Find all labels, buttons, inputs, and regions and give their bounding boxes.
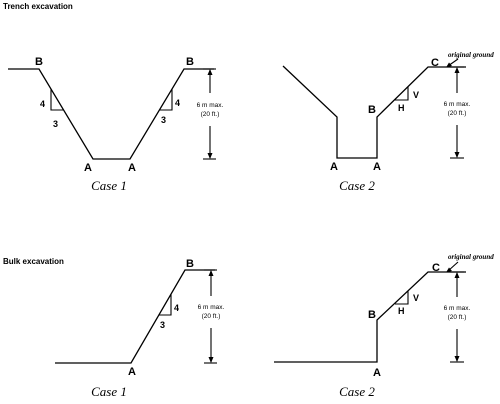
dim-label-line1: 6 m max. xyxy=(197,102,224,109)
ratio-vertical-right: 4 xyxy=(175,98,180,108)
trench-case2: A A B C V H original ground 6 m max. (20… xyxy=(282,51,494,193)
ratio-v: V xyxy=(413,293,419,303)
dim-arrow-down xyxy=(454,152,460,158)
dim-label-line2: (20 ft.) xyxy=(202,313,221,320)
ratio-vertical: 4 xyxy=(174,303,179,313)
dim-arrow-down xyxy=(454,356,460,362)
bulk-case1-profile xyxy=(55,269,215,364)
point-b-right: B xyxy=(186,56,194,68)
caption-trench-case2: Case 2 xyxy=(339,178,375,193)
dim-arrow-down xyxy=(207,153,213,159)
caption-bulk-case2: Case 2 xyxy=(339,384,375,399)
dim-arrow-down xyxy=(208,357,214,363)
bulk-case1: B A 4 3 6 m max. (20 ft.) Case 1 xyxy=(55,258,225,399)
original-ground-arrowhead xyxy=(446,267,452,273)
dim-label-line1: 6 m max. xyxy=(198,304,225,311)
original-ground-arrowhead xyxy=(446,62,452,68)
slope-triangle-vh xyxy=(395,87,409,101)
trench-excavation-heading: Trench excavation xyxy=(3,2,73,11)
slope-triangle-left xyxy=(50,89,64,111)
point-a: A xyxy=(373,367,381,379)
point-b: B xyxy=(368,104,376,116)
point-c: C xyxy=(431,57,439,69)
trench-case1-profile xyxy=(8,68,214,160)
ratio-v: V xyxy=(413,90,419,100)
ratio-h: H xyxy=(398,306,405,316)
point-a-right: A xyxy=(128,162,136,174)
point-a: A xyxy=(128,366,136,378)
ratio-h: H xyxy=(398,103,405,113)
point-c: C xyxy=(432,262,440,274)
dim-label-line1: 6 m max. xyxy=(444,305,471,312)
original-ground-label: original ground xyxy=(448,253,494,261)
dim-label-line2: (20 ft.) xyxy=(201,111,220,118)
dim-label-line1: 6 m max. xyxy=(444,101,471,108)
dim-label-line2: (20 ft.) xyxy=(448,110,467,117)
caption-trench-case1: Case 1 xyxy=(91,178,127,193)
bulk-case2-profile xyxy=(274,271,466,363)
trench-case1: B B A A 4 3 4 3 6 m max. (20 ft.) Case 1 xyxy=(8,56,224,193)
caption-bulk-case1: Case 1 xyxy=(91,384,127,399)
trench-case2-profile xyxy=(282,65,466,159)
dim-arrow-up xyxy=(207,69,213,75)
point-b: B xyxy=(186,258,194,270)
slope-triangle xyxy=(159,294,172,316)
dim-label-line2: (20 ft.) xyxy=(448,314,467,321)
dim-arrow-up xyxy=(454,272,460,278)
original-ground-label: original ground xyxy=(448,51,494,59)
dim-arrow-up xyxy=(454,67,460,73)
slope-triangle-right xyxy=(159,89,173,111)
point-b: B xyxy=(368,309,376,321)
bulk-excavation-heading: Bulk excavation xyxy=(3,257,64,266)
point-a-left: A xyxy=(330,161,338,173)
ratio-vertical-left: 4 xyxy=(40,99,45,109)
ratio-horizontal: 3 xyxy=(160,320,165,330)
dim-arrow-up xyxy=(208,270,214,276)
ratio-horizontal-left: 3 xyxy=(53,119,58,129)
bulk-case2: B A C V H original ground 6 m max. (20 f… xyxy=(274,253,494,399)
ratio-horizontal-right: 3 xyxy=(161,115,166,125)
point-b-left: B xyxy=(35,56,43,68)
slope-triangle-vh xyxy=(395,291,409,305)
point-a-left: A xyxy=(84,162,92,174)
point-a-right: A xyxy=(373,161,381,173)
